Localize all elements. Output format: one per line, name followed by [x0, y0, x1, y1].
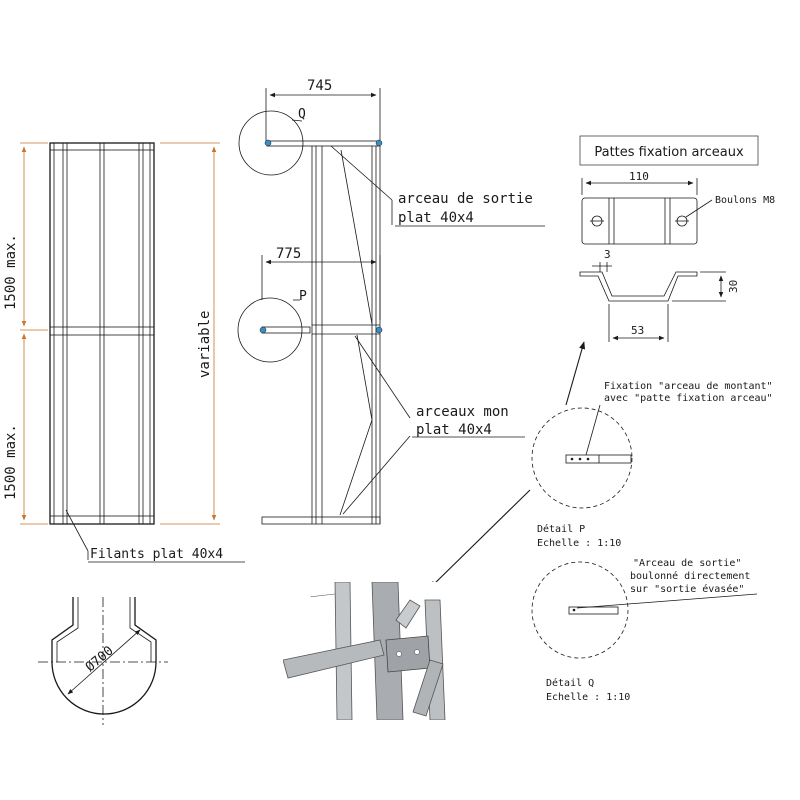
detail-q: "Arceau de sortie" boulonné directement …: [531, 558, 758, 703]
arceau-sortie-leader: [330, 145, 545, 227]
bolt-icon: [259, 326, 267, 334]
arceau-sortie-label-2: plat 40x4: [398, 210, 474, 226]
dim-30: [672, 271, 726, 302]
detail-q-scale: Echelle : 1:10: [546, 692, 630, 703]
bolt-icon: [264, 139, 272, 147]
dim-30-label: 30: [727, 280, 740, 293]
detail-p-circle: [531, 407, 633, 509]
patte-profile: [579, 271, 698, 302]
detail-q-note-3: sur "sortie évasée": [630, 583, 744, 595]
dim-upper: [20, 142, 48, 331]
dim-upper-label: 1500 max.: [3, 234, 19, 310]
plan-outline: [51, 597, 157, 715]
detail-q-marker: Q: [298, 107, 306, 122]
detail-p-bar: [565, 454, 632, 464]
dim-775: [261, 255, 381, 320]
detail-p: Fixation "arceau de montant" avec "patte…: [531, 381, 773, 549]
detail-p-scale: Echelle : 1:10: [537, 538, 621, 549]
arrow-to-3d-view: [429, 489, 531, 589]
filants-label: Filants plat 40x4: [90, 547, 223, 562]
pattes-fixation: Pattes fixation arceaux 110 Boulons M8 3: [579, 135, 775, 342]
dim-lower-label: 1500 max.: [3, 424, 19, 500]
bolt-icon: [375, 139, 383, 147]
detail-p-note-1: Fixation "arceau de montant": [604, 381, 773, 392]
detail-q-note-1: "Arceau de sortie": [633, 558, 741, 569]
arceaux-mon-leader: [342, 335, 525, 515]
patte-plate: [581, 197, 698, 245]
dim-53: [608, 304, 669, 342]
dim-745: [265, 88, 381, 142]
arceau-sortie-label-1: arceau de sortie: [398, 191, 533, 207]
dim-110-label: 110: [629, 170, 649, 183]
detail-p-note-2: avec "patte fixation arceau": [604, 393, 773, 404]
arceaux-mon-label-1: arceaux mon: [416, 404, 509, 420]
front-view: 1500 max. 1500 max. variable Filants pla…: [3, 142, 245, 563]
dim-53-label: 53: [631, 324, 644, 337]
dim-total: [160, 142, 220, 525]
pattes-title: Pattes fixation arceaux: [594, 145, 744, 160]
front-view-frame: [49, 142, 155, 525]
bolt-icon: [375, 326, 383, 334]
detail-q-bar: [568, 606, 619, 615]
detail-q-title: Détail Q: [546, 677, 594, 689]
detail-q-callout: [238, 110, 304, 176]
dim-total-label: variable: [197, 311, 213, 378]
plan-view: Ø700: [38, 597, 168, 725]
dim-lower: [20, 333, 48, 525]
boulons-label: Boulons M8: [715, 195, 775, 206]
detail-p-callout: [237, 297, 303, 363]
dim-745-label: 745: [307, 78, 332, 94]
detail-q-note-2: boulonné directement: [630, 570, 750, 582]
side-posts: [311, 146, 381, 524]
side-view: 745 Q 775: [237, 78, 545, 525]
dim-775-label: 775: [276, 246, 301, 262]
detail-p-title: Détail P: [537, 523, 585, 535]
filants-leader: [65, 509, 245, 563]
render-3d: [283, 582, 448, 720]
detail-p-marker: P: [299, 289, 307, 304]
diameter-label: Ø700: [83, 643, 117, 675]
dim-3-label: 3: [604, 248, 611, 261]
pattes-title-box: [579, 135, 759, 166]
detail-q-circle: [531, 561, 629, 659]
arceaux-mon-label-2: plat 40x4: [416, 422, 492, 438]
dim-110: [581, 178, 698, 195]
arrow-to-pattes: [565, 341, 586, 406]
